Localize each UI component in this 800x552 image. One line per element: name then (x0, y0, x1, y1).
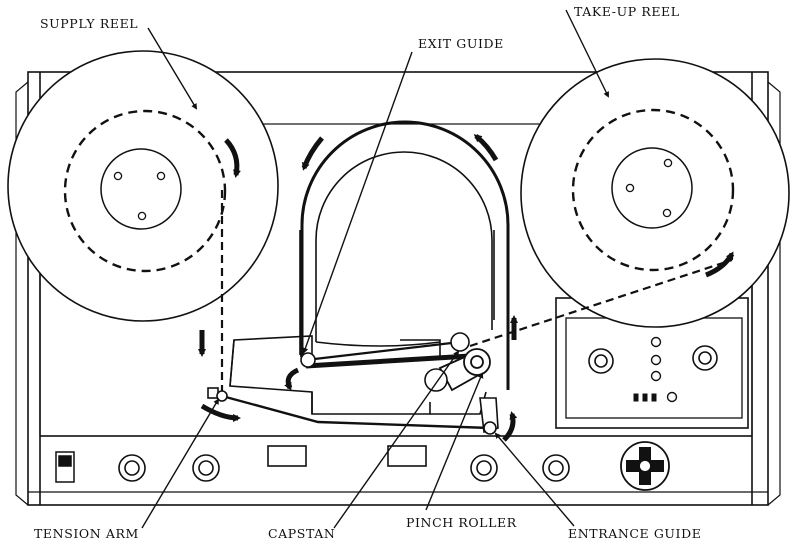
display-window-right (387, 445, 427, 467)
label-pinch-roller: PINCH ROLLER (406, 515, 517, 530)
tape-loop (300, 120, 510, 390)
label-exit-guide: EXIT GUIDE (418, 36, 504, 51)
panel-knob-left[interactable] (588, 348, 614, 374)
supply-reel-tape-pack (63, 109, 227, 273)
supply-reel-hub (100, 148, 182, 230)
capstan-roller (450, 332, 470, 352)
tape-path-lower (221, 394, 491, 430)
direction-arrows (198, 134, 735, 442)
take-up-reel-hub (611, 147, 693, 229)
panel-knob-right[interactable] (692, 345, 718, 371)
control-knob-1[interactable] (118, 454, 146, 482)
control-knob-3[interactable] (470, 454, 498, 482)
head-cover-drum (299, 151, 495, 355)
pinch-roller (438, 348, 491, 392)
take-up-reel-tape-pack (571, 108, 735, 272)
label-entrance-guide: ENTRANCE GUIDE (568, 526, 701, 541)
selector-knob[interactable] (620, 441, 670, 491)
label-take-up-reel: TAKE-UP REEL (574, 4, 680, 19)
control-knob-2[interactable] (192, 454, 220, 482)
deck-chassis (15, 71, 781, 506)
panel-indicator-lights (650, 336, 662, 382)
tape-path-capstan-run (305, 353, 471, 369)
take-up-reel[interactable] (520, 58, 790, 328)
entrance-guide-roller (479, 397, 499, 435)
tension-arm (207, 387, 228, 402)
panel-push-buttons[interactable] (633, 391, 678, 403)
display-window-left (267, 445, 307, 467)
label-tension-arm: TENSION ARM (34, 526, 139, 541)
control-knob-4[interactable] (542, 454, 570, 482)
label-capstan: CAPSTAN (268, 526, 335, 541)
exit-guide-roller (300, 352, 316, 368)
leader-lines (141, 9, 609, 529)
supply-reel[interactable] (7, 50, 279, 322)
label-supply-reel: SUPPLY REEL (40, 16, 138, 31)
power-switch[interactable] (55, 451, 75, 483)
